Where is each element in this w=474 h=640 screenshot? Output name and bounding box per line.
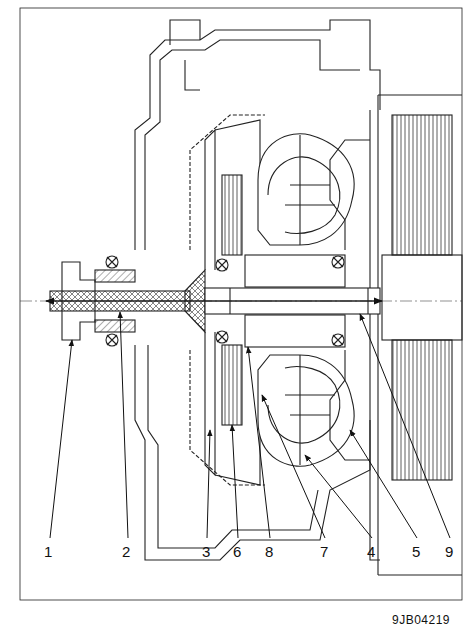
callout-number: 7: [320, 544, 328, 559]
drawing-code: 9JB04219: [392, 614, 450, 626]
callout-number: 1: [44, 544, 52, 559]
line-art: [20, 8, 462, 600]
callout-number: 5: [412, 544, 420, 559]
callout-number: 8: [265, 544, 273, 559]
callout-number: 3: [202, 544, 210, 559]
leader-lines: [50, 312, 450, 538]
callout-number: 2: [122, 544, 130, 559]
callout-number: 6: [233, 544, 241, 559]
callout-number: 4: [367, 544, 375, 559]
callout-number: 9: [445, 544, 453, 559]
